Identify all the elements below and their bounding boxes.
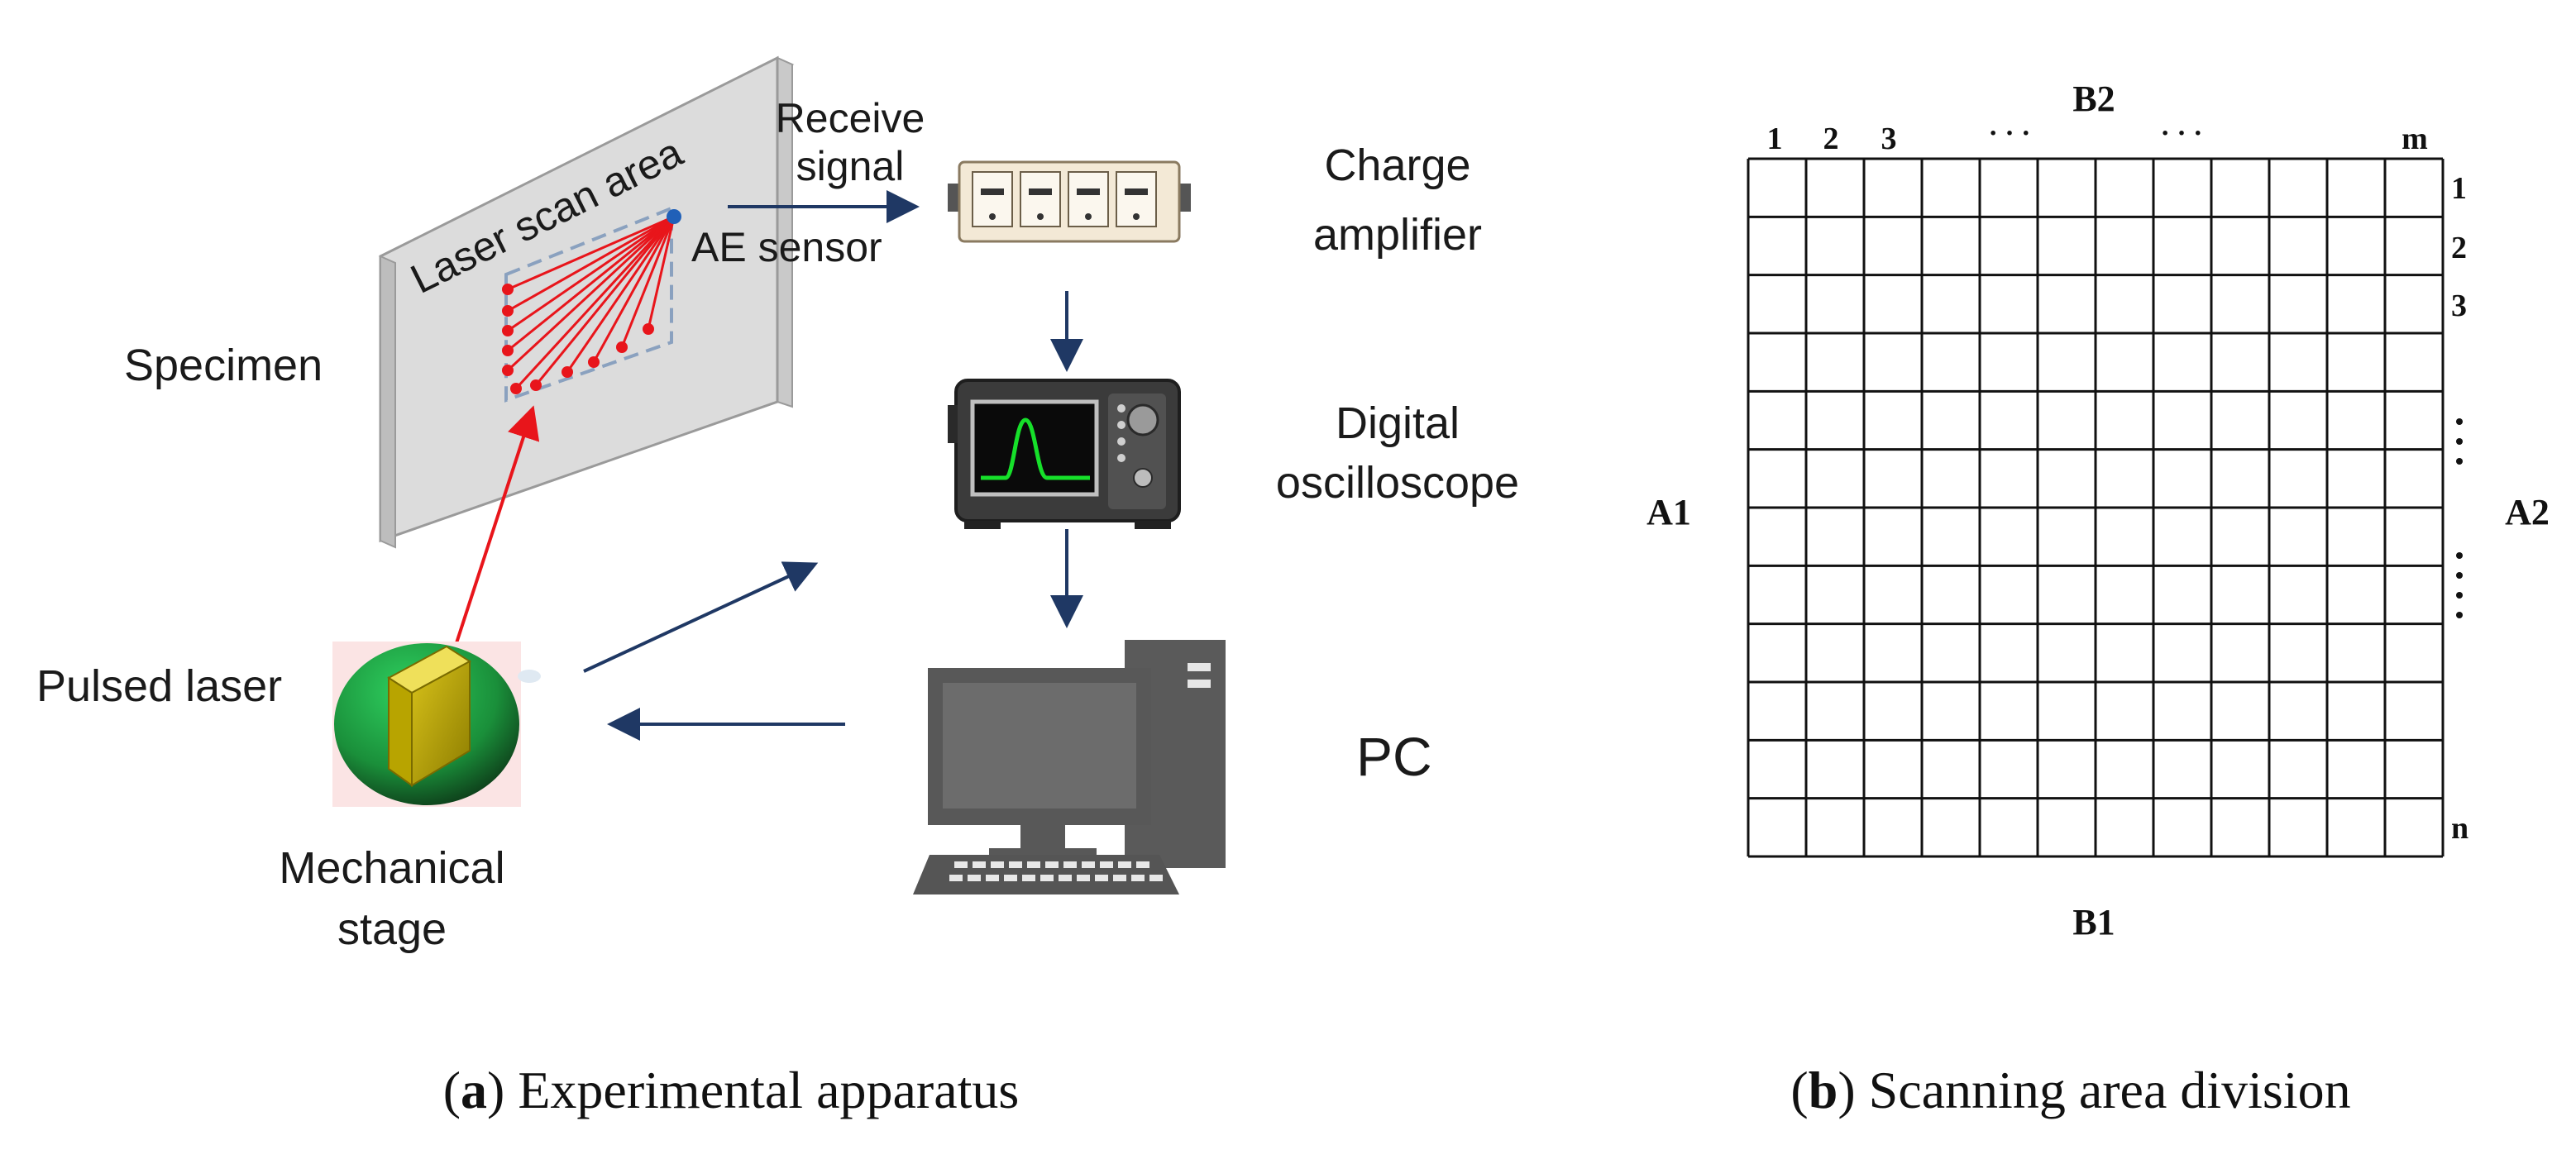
oscilloscope-label-line2: oscilloscope: [1276, 458, 1519, 508]
oscilloscope-label-line1: Digital: [1336, 398, 1460, 448]
apparatus-panel: Laser scan area AE sensor Receive signal…: [36, 55, 1519, 954]
stage-to-scan-arrow: [583, 561, 819, 673]
laser-beam-arrow: [452, 405, 540, 654]
lens-highlight: [518, 670, 541, 683]
mechanical-stage-label-line1: Mechanical: [279, 843, 504, 893]
ae-sensor-dot: [667, 209, 681, 224]
row-ellipsis-lower: [2456, 552, 2463, 618]
pulsed-laser-icon: [332, 642, 521, 807]
laser-ray-fan: [506, 215, 676, 390]
specimen-label: Specimen: [124, 341, 323, 390]
grid-bottom-label: B1: [2072, 902, 2115, 942]
specimen-plate: [378, 55, 795, 549]
col-ellipsis-left: · · ·: [1988, 118, 2030, 149]
grid-left-label: A1: [1646, 492, 1691, 532]
receive-signal-label-line1: Receive: [776, 95, 925, 141]
charge-amplifier-label-line2: amplifier: [1313, 210, 1482, 260]
pulsed-laser-label: Pulsed laser: [36, 661, 282, 711]
caption-a-text: Experimental apparatus: [504, 1061, 1019, 1119]
grid-right-label: A2: [2505, 492, 2550, 532]
scan-grid-panel: B2 B1 A1 A2 1 2 3 · · · · · · m 1 2 3 n: [1646, 79, 2550, 942]
col-ellipsis-right: · · ·: [2160, 118, 2202, 149]
row-label-2: 2: [2451, 231, 2467, 265]
col-label-1: 1: [1767, 122, 1783, 156]
col-label-m: m: [2402, 122, 2428, 156]
pc-label: PC: [1356, 726, 1432, 787]
scan-points: [502, 284, 654, 394]
caption-b-text: Scanning area division: [1856, 1061, 2351, 1119]
caption-a: (a) Experimental apparatus: [443, 1061, 1020, 1119]
caption-b: (b) Scanning area division: [1790, 1061, 2350, 1119]
oscilloscope-icon: [948, 379, 1181, 529]
receive-signal-label-line2: signal: [796, 143, 905, 189]
caption-b-letter: b: [1809, 1061, 1838, 1119]
scan-grid: [1747, 157, 2445, 858]
scan-area-outline: [504, 206, 673, 403]
row-ellipsis-upper: [2456, 418, 2463, 465]
caption-a-letter: a: [461, 1061, 487, 1119]
row-label-1: 1: [2451, 171, 2467, 206]
col-label-3: 3: [1881, 122, 1897, 156]
charge-amplifier-icon: [948, 160, 1191, 243]
row-label-3: 3: [2451, 289, 2467, 323]
pc-icon: [913, 640, 1226, 894]
ae-sensor-label: AE sensor: [691, 224, 882, 270]
mechanical-stage-label-line2: stage: [337, 904, 447, 954]
row-label-n: n: [2451, 811, 2468, 846]
charge-amplifier-label-line1: Charge: [1324, 141, 1470, 190]
grid-top-label: B2: [2072, 79, 2115, 119]
col-label-2: 2: [1823, 122, 1839, 156]
